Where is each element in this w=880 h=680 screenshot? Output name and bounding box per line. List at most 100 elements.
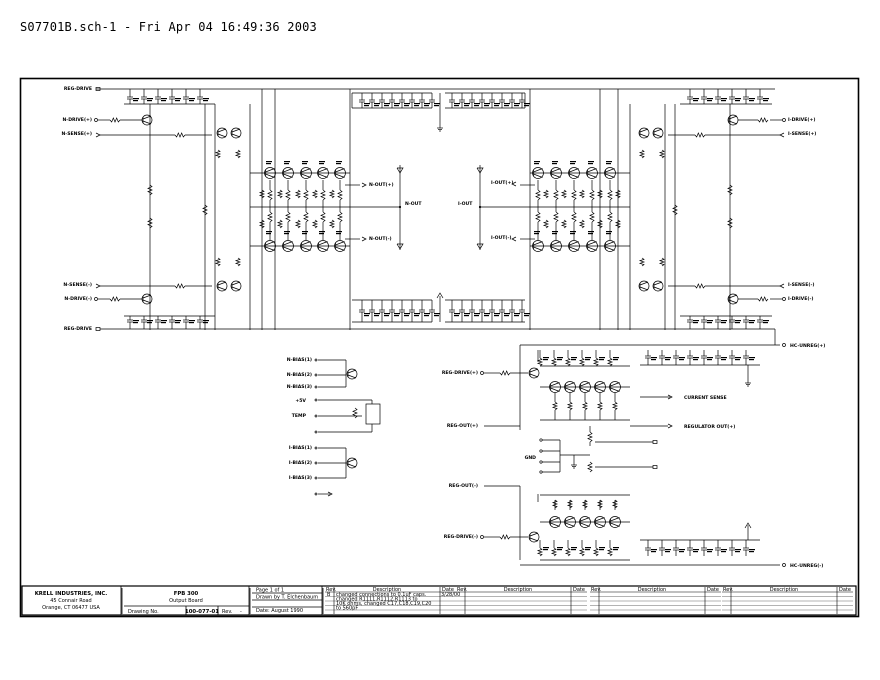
circuit-label: N-BIAS(2) xyxy=(287,372,312,378)
wire xyxy=(580,517,590,522)
resistor xyxy=(566,401,574,411)
terminal xyxy=(539,470,543,474)
value-mark xyxy=(749,357,755,359)
resistor xyxy=(267,211,273,223)
value-mark xyxy=(665,549,671,551)
resistor xyxy=(592,357,600,367)
terminal xyxy=(314,373,318,377)
value-mark xyxy=(474,105,479,107)
wire xyxy=(595,382,605,387)
connector xyxy=(652,440,658,444)
wire xyxy=(569,173,579,178)
wire xyxy=(605,241,615,246)
sheet-header: S07701B.sch-1 - Fri Apr 04 16:49:36 2003 xyxy=(20,20,317,34)
value-mark xyxy=(364,315,369,317)
wire xyxy=(744,522,752,529)
value-mark xyxy=(464,315,469,317)
value-mark xyxy=(484,105,489,107)
terminal xyxy=(314,358,318,362)
value-mark xyxy=(384,103,390,105)
title-block xyxy=(21,585,857,616)
value-mark xyxy=(404,315,409,317)
value-mark xyxy=(651,359,656,361)
resistor xyxy=(214,257,222,267)
value-mark xyxy=(424,315,429,317)
terminal xyxy=(314,414,318,418)
terminal xyxy=(480,371,484,375)
value-mark xyxy=(571,549,576,551)
resistor xyxy=(499,370,511,376)
value-mark xyxy=(552,161,558,163)
resistor xyxy=(587,461,593,473)
resistor xyxy=(536,547,544,557)
value-mark xyxy=(606,163,611,165)
circuit-label: I-OUT(+) xyxy=(491,180,513,186)
value-mark xyxy=(543,359,548,361)
value-mark xyxy=(571,359,576,361)
terminal xyxy=(314,492,318,496)
wire xyxy=(550,387,560,392)
value-mark xyxy=(364,103,370,105)
wire xyxy=(551,173,561,178)
resistor xyxy=(564,547,572,557)
transistor xyxy=(264,167,276,179)
wire xyxy=(476,243,484,250)
value-mark xyxy=(571,547,577,549)
circuit-label: N-DRIVE(-) xyxy=(64,296,92,302)
rev-label: Rev. xyxy=(222,609,233,615)
wire xyxy=(217,286,227,291)
value-mark xyxy=(284,161,290,163)
wire xyxy=(569,246,579,251)
resistor xyxy=(542,219,550,229)
rev-header-rev: Rev. xyxy=(591,587,602,593)
value-mark xyxy=(364,313,370,315)
value-mark xyxy=(599,547,605,549)
transistor xyxy=(638,127,650,139)
value-mark xyxy=(679,359,684,361)
circuit-label: I-DRIVE(+) xyxy=(788,117,815,123)
circuit-label: REG-DRIVE(+) xyxy=(442,370,478,376)
wire xyxy=(335,168,345,173)
wire xyxy=(347,463,357,468)
resistor xyxy=(596,219,604,229)
value-mark xyxy=(434,313,440,315)
value-mark xyxy=(585,549,590,551)
resistor xyxy=(589,189,595,201)
wire xyxy=(653,281,663,286)
wire xyxy=(569,241,579,246)
value-mark xyxy=(693,359,698,361)
value-mark xyxy=(514,315,519,317)
value-mark xyxy=(454,103,460,105)
circuit-label: N-SENSE(+) xyxy=(61,131,92,137)
resistor xyxy=(147,184,153,196)
resistor xyxy=(320,211,326,223)
value-mark xyxy=(749,551,754,553)
value-mark xyxy=(585,359,590,361)
circuit-label: I-OUT xyxy=(458,201,473,207)
resistor xyxy=(606,547,614,557)
board-name: Output Board xyxy=(169,598,203,604)
rev-header-date: Date xyxy=(707,587,719,593)
rev-header-description: Description xyxy=(373,587,401,593)
resistor xyxy=(535,189,541,201)
value-mark xyxy=(735,100,740,102)
resistor xyxy=(578,357,586,367)
value-mark xyxy=(749,322,754,324)
value-mark xyxy=(557,547,563,549)
wire xyxy=(551,246,561,251)
value-mark xyxy=(464,103,470,105)
resistor xyxy=(560,189,568,199)
value-mark xyxy=(735,359,740,361)
resistor xyxy=(592,547,600,557)
value-mark xyxy=(534,161,540,163)
resistor xyxy=(294,219,302,229)
value-mark xyxy=(735,320,741,322)
resistor xyxy=(596,189,604,199)
value-mark xyxy=(434,103,440,105)
transistor xyxy=(727,114,739,126)
transistor xyxy=(317,240,329,252)
circuit-label: I-SENSE(-) xyxy=(788,282,814,288)
rev-value: - xyxy=(240,609,242,615)
value-mark xyxy=(606,231,612,233)
